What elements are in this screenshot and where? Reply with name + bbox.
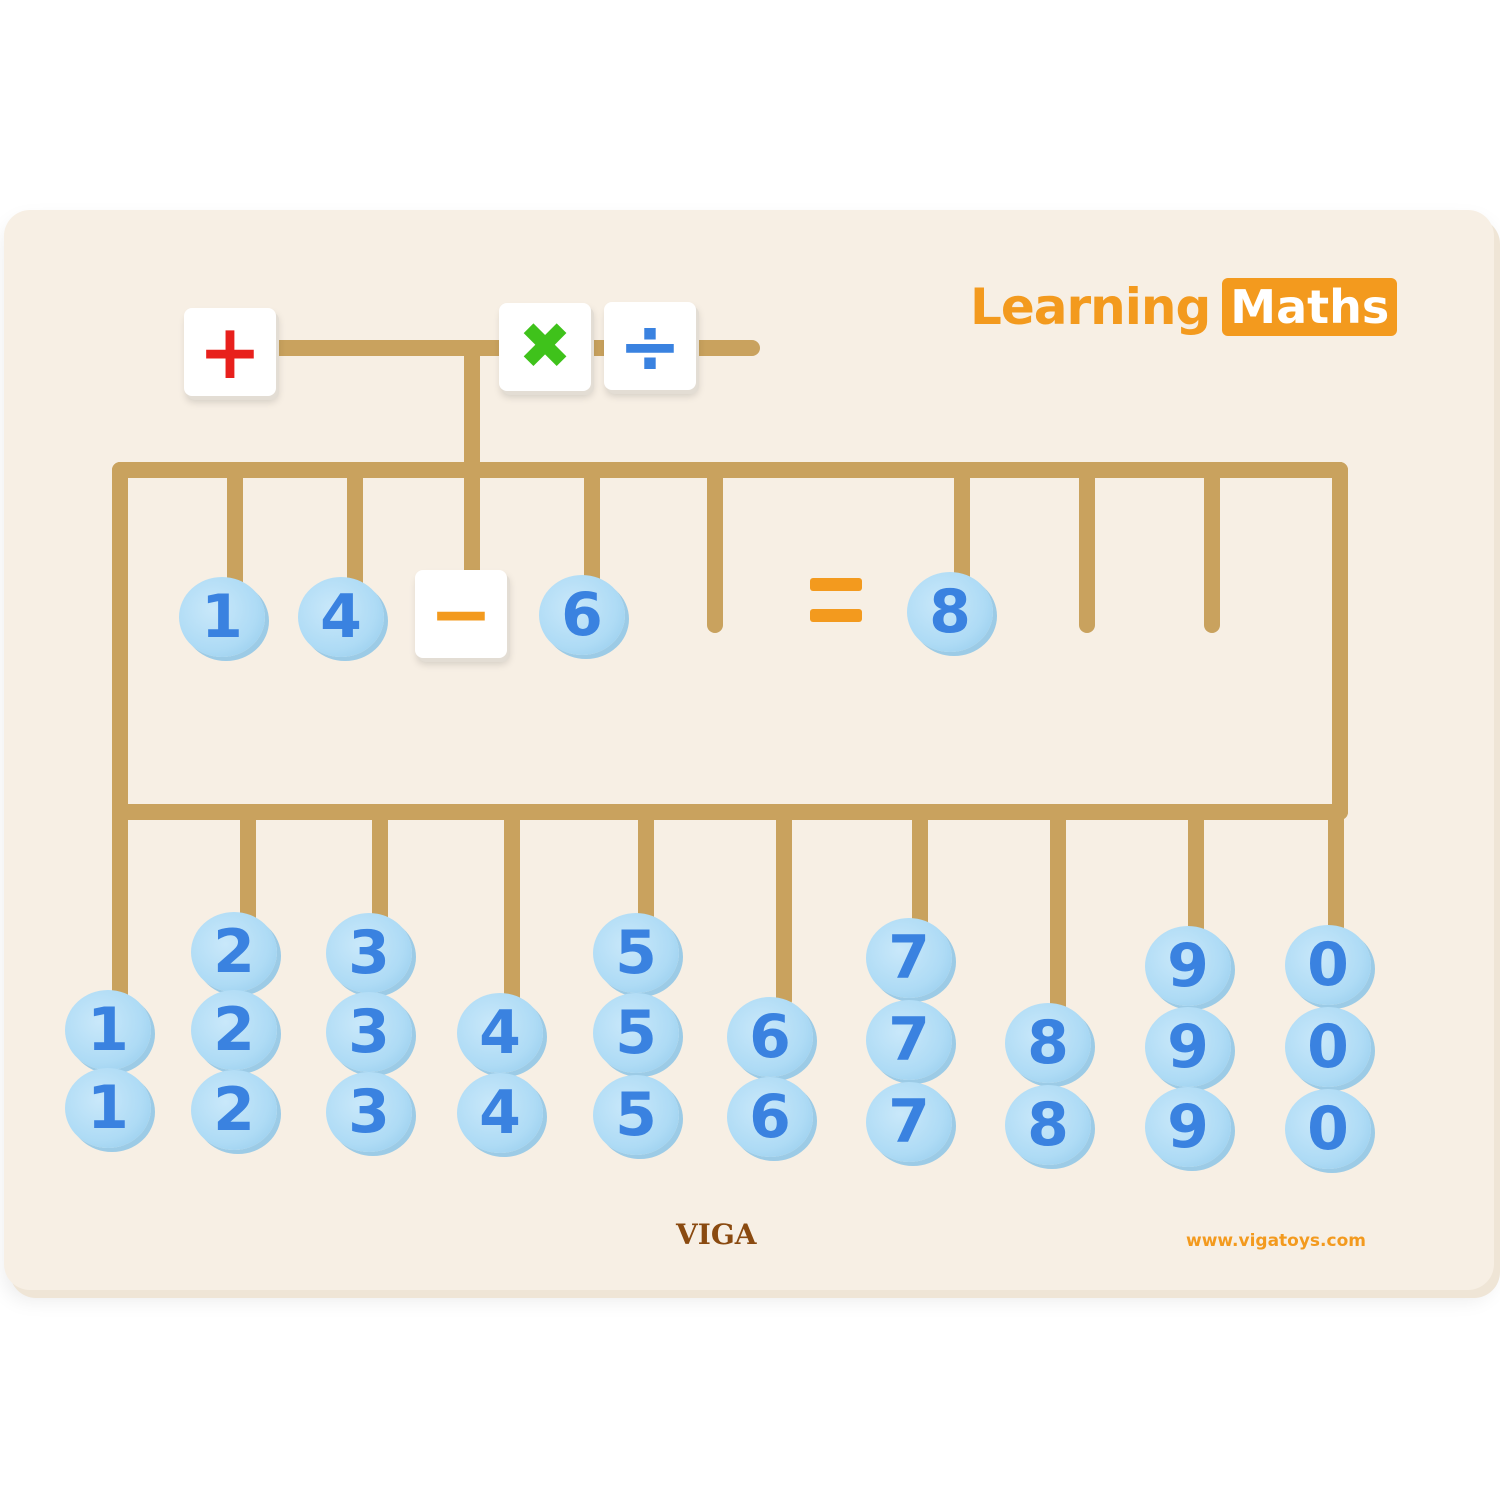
equals-sign [810, 578, 862, 640]
bead-digit-2[interactable]: 2 [191, 912, 277, 992]
bead-digit-1[interactable]: 1 [65, 990, 151, 1070]
bead-digit-7[interactable]: 7 [866, 1082, 952, 1162]
bead-digit-3[interactable]: 3 [326, 913, 412, 993]
bead-digit-4[interactable]: 4 [457, 993, 543, 1073]
bead-digit-8[interactable]: 8 [1005, 1085, 1091, 1165]
bead-digit-3[interactable]: 3 [326, 992, 412, 1072]
brand-logo: VIGA [676, 1218, 757, 1251]
divide-tile[interactable]: ÷ [604, 302, 696, 390]
bead-digit-0[interactable]: 0 [1285, 1089, 1371, 1169]
bead-equation[interactable]: 4 [298, 577, 384, 657]
bead-digit-6[interactable]: 6 [727, 1077, 813, 1157]
website-text: www.vigatoys.com [1186, 1231, 1366, 1251]
bead-digit-5[interactable]: 5 [593, 913, 679, 993]
bead-digit-5[interactable]: 5 [593, 993, 679, 1073]
bead-equation[interactable]: 1 [179, 577, 265, 657]
bead-digit-9[interactable]: 9 [1145, 926, 1231, 1006]
minus-tile[interactable]: − [415, 570, 507, 658]
title-maths: Maths [1222, 278, 1398, 336]
bead-digit-9[interactable]: 9 [1145, 1007, 1231, 1087]
title-learning: Learning [970, 278, 1211, 336]
bead-digit-1[interactable]: 1 [65, 1068, 151, 1148]
bead-digit-8[interactable]: 8 [1005, 1003, 1091, 1083]
times-tile[interactable]: ✖ [499, 303, 591, 391]
plus-tile[interactable]: + [184, 308, 276, 396]
bead-digit-4[interactable]: 4 [457, 1073, 543, 1153]
bead-digit-2[interactable]: 2 [191, 990, 277, 1070]
bead-digit-2[interactable]: 2 [191, 1070, 277, 1150]
bead-digit-5[interactable]: 5 [593, 1075, 679, 1155]
bead-digit-7[interactable]: 7 [866, 918, 952, 998]
bead-digit-9[interactable]: 9 [1145, 1087, 1231, 1167]
bead-digit-6[interactable]: 6 [727, 997, 813, 1077]
title-logo: Learning Maths [970, 278, 1398, 336]
bead-equation[interactable]: 8 [907, 572, 993, 652]
bead-digit-0[interactable]: 0 [1285, 1007, 1371, 1087]
bead-equation[interactable]: 6 [539, 575, 625, 655]
bead-digit-3[interactable]: 3 [326, 1072, 412, 1152]
bead-digit-0[interactable]: 0 [1285, 925, 1371, 1005]
bead-digit-7[interactable]: 7 [866, 1000, 952, 1080]
